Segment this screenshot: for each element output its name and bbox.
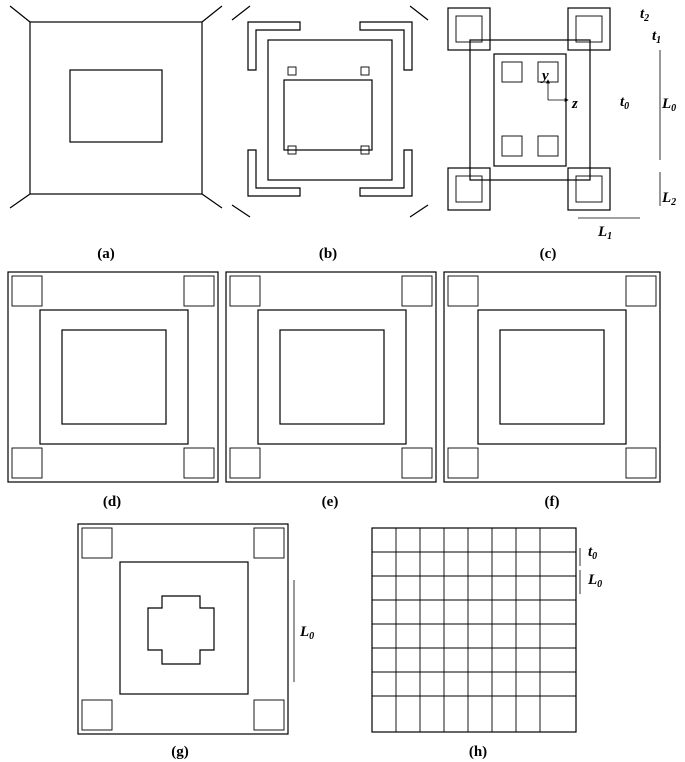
panel-a-diagram (9, 5, 223, 209)
label-L0: L0 (661, 96, 676, 114)
panel-c-labels: t2 t1 y z t0 L0 L2 L1 (540, 6, 676, 242)
panel-a-caption: (a) (97, 246, 115, 262)
label-t2: t2 (640, 6, 649, 24)
label-y: y (540, 68, 549, 84)
panel-c-caption: (c) (540, 246, 557, 262)
panel-b-caption: (b) (319, 246, 337, 262)
label-t0: t0 (620, 94, 629, 112)
panel-d-diagram (7, 271, 219, 483)
label-z: z (571, 96, 578, 112)
panel-g-caption: (g) (171, 744, 189, 760)
panel-c-diagram (447, 7, 661, 219)
panel-g-diagram (77, 523, 295, 735)
panel-e-diagram (225, 271, 437, 483)
label-L1: L1 (597, 224, 612, 242)
panel-h-label-L0: L0 (587, 572, 602, 590)
panel-f-diagram (443, 271, 661, 483)
panel-h-diagram (371, 527, 581, 733)
panel-h-label-t0: t0 (588, 544, 597, 562)
label-t1: t1 (652, 28, 661, 46)
panel-g-label-L0: L0 (299, 624, 314, 642)
panel-f-caption: (f) (545, 494, 560, 510)
panel-e-caption: (e) (322, 494, 339, 510)
panel-d-caption: (d) (103, 494, 121, 510)
panel-h-caption: (h) (469, 744, 487, 760)
panel-b-diagram (231, 5, 429, 218)
label-L2: L2 (661, 190, 676, 208)
